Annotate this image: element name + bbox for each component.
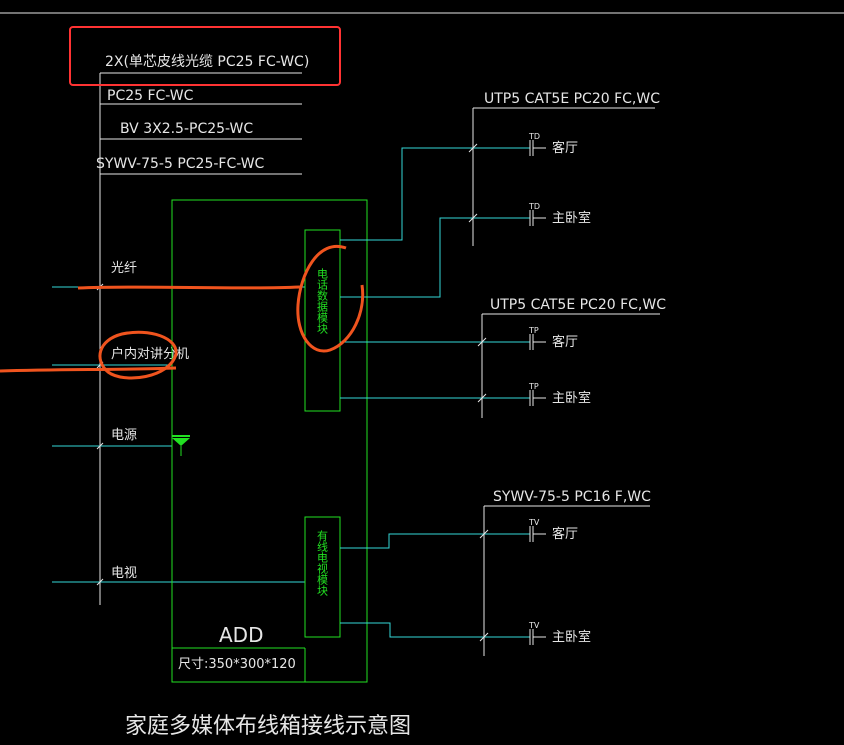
header-cable-pc: PC25 FC-WC: [107, 88, 194, 104]
group-tv-cable: SYWV-75-5 PC16 F,WC: [493, 489, 651, 505]
input-lines: 光纤 户内对讲分机 电源 电视: [52, 261, 305, 586]
group-tp: UTP5 CAT5E PC20 FC,WC TP 客厅 TP 主卧室: [477, 297, 666, 418]
room-td-living: 客厅: [552, 140, 578, 156]
phone-data-module: 电话数据模块: [304, 229, 341, 412]
add-enclosure: ADD 尺寸:350*300*120: [171, 199, 368, 683]
annotation-intercom-ellipse: [98, 330, 178, 380]
box-size: 尺寸:350*300*120: [178, 657, 296, 672]
header-cable-power: BV 3X2.5-PC25-WC: [120, 121, 253, 137]
outlet-tp-living-tag: TP: [528, 326, 539, 335]
annotation-module-ellipse: [296, 244, 365, 353]
outgoing-wires: [340, 147, 530, 638]
room-tv-master: 主卧室: [552, 629, 591, 645]
phone-data-module-label: 电话数据模块: [316, 268, 329, 335]
box-name: ADD: [219, 623, 263, 647]
orange-annotations: [0, 244, 365, 380]
input-label-power: 电源: [111, 428, 137, 443]
power-outlet-icon: [172, 435, 190, 456]
group-td-cable: UTP5 CAT5E PC20 FC,WC: [484, 91, 660, 107]
add-box: [171, 199, 368, 683]
group-tv: SYWV-75-5 PC16 F,WC TV 客厅 TV 主卧室: [479, 489, 651, 656]
outlet-tv-master: TV 主卧室: [528, 621, 591, 645]
outlet-td-living-tag: TD: [528, 132, 540, 141]
outlet-tp-living: TP 客厅: [528, 326, 578, 350]
input-label-fiber: 光纤: [111, 261, 137, 276]
highlight-box: [69, 26, 341, 86]
input-label-intercom: 户内对讲分机: [111, 346, 189, 362]
outlet-tv-master-tag: TV: [528, 621, 540, 630]
outlet-tp-master: TP 主卧室: [528, 382, 591, 406]
outlet-tp-master-tag: TP: [528, 382, 539, 391]
header-cable-coax: SYWV-75-5 PC25-FC-WC: [96, 156, 265, 172]
room-td-master: 主卧室: [552, 210, 591, 226]
diagram-title: 家庭多媒体布线箱接线示意图: [125, 714, 411, 739]
cable-tv-module: 有线电视模块: [304, 516, 341, 638]
header-cables: 2X(单芯皮线光缆 PC25 FC-WC) PC25 FC-WC BV 3X2.…: [96, 54, 309, 605]
room-tp-master: 主卧室: [552, 390, 591, 406]
outlet-tv-living-tag: TV: [528, 518, 540, 527]
group-tp-cable: UTP5 CAT5E PC20 FC,WC: [490, 297, 666, 313]
outlet-td-living: TD 客厅: [528, 132, 578, 156]
outlet-td-master: TD 主卧室: [528, 202, 591, 226]
cable-tv-module-label: 有线电视模块: [316, 529, 329, 597]
annotation-intercom-stroke: [0, 366, 177, 373]
header-cable-fiber: 2X(单芯皮线光缆 PC25 FC-WC): [105, 54, 309, 70]
input-label-tv: 电视: [111, 566, 137, 581]
annotation-fiber-stroke: [77, 285, 301, 290]
outlet-tv-living: TV 客厅: [528, 518, 578, 542]
room-tp-living: 客厅: [552, 334, 578, 350]
group-td: UTP5 CAT5E PC20 FC,WC TD 客厅 TD 主卧室: [468, 91, 660, 246]
room-tv-living: 客厅: [552, 526, 578, 542]
outlet-td-master-tag: TD: [528, 202, 540, 211]
cable-tv-module-box: [304, 516, 341, 638]
phone-data-module-box: [304, 229, 341, 412]
